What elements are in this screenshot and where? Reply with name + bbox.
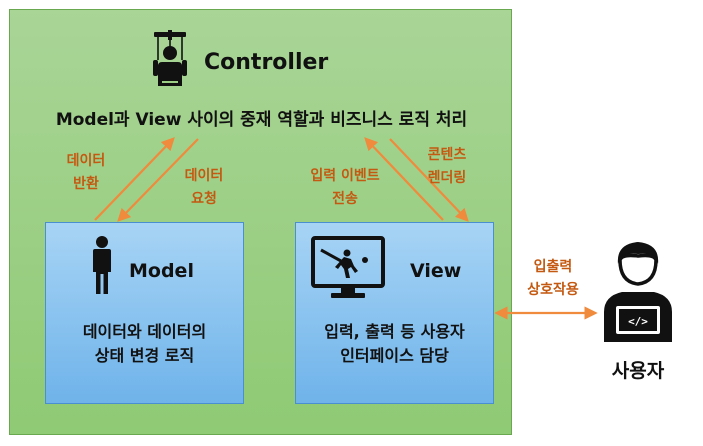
view-box	[295, 222, 494, 404]
view-render-label-line2: 렌더링	[427, 170, 467, 186]
controller-description: Model과 View 사이의 중재 역할과 비즈니스 로직 처리	[55, 110, 468, 130]
model-return-label-line2: 반환	[73, 176, 99, 192]
user-title: 사용자	[611, 360, 665, 382]
model-request-label-line1: 데이터	[184, 168, 224, 184]
model-description-line1: 데이터와 데이터의	[82, 322, 207, 341]
controller-title: Controller	[204, 50, 329, 75]
view-description-line1: 입력, 출력 등 사용자	[324, 322, 465, 341]
model-request-label: 데이터 요청	[174, 165, 234, 211]
model-description-line2: 상태 변경 로직	[94, 346, 195, 365]
model-return-label: 데이터 반환	[56, 150, 116, 196]
user-io-label: 입출력 상호작용	[513, 256, 593, 302]
model-request-label-line2: 요청	[191, 191, 217, 207]
view-input-label-line2: 전송	[332, 191, 358, 207]
view-input-label: 입력 이벤트 전송	[295, 165, 395, 211]
view-input-label-line1: 입력 이벤트	[310, 168, 380, 184]
view-render-label-line1: 콘텐츠	[427, 147, 467, 163]
model-box	[45, 222, 244, 404]
view-description-line2: 인터페이스 담당	[340, 346, 449, 365]
view-render-label: 콘텐츠 렌더링	[412, 144, 482, 190]
svg-text:</>: </>	[628, 315, 648, 328]
user-io-label-line2: 상호작용	[527, 282, 579, 298]
model-return-label-line1: 데이터	[66, 153, 106, 169]
user-io-label-line1: 입출력	[533, 259, 573, 275]
view-title: View	[410, 260, 462, 282]
model-title: Model	[129, 260, 194, 282]
